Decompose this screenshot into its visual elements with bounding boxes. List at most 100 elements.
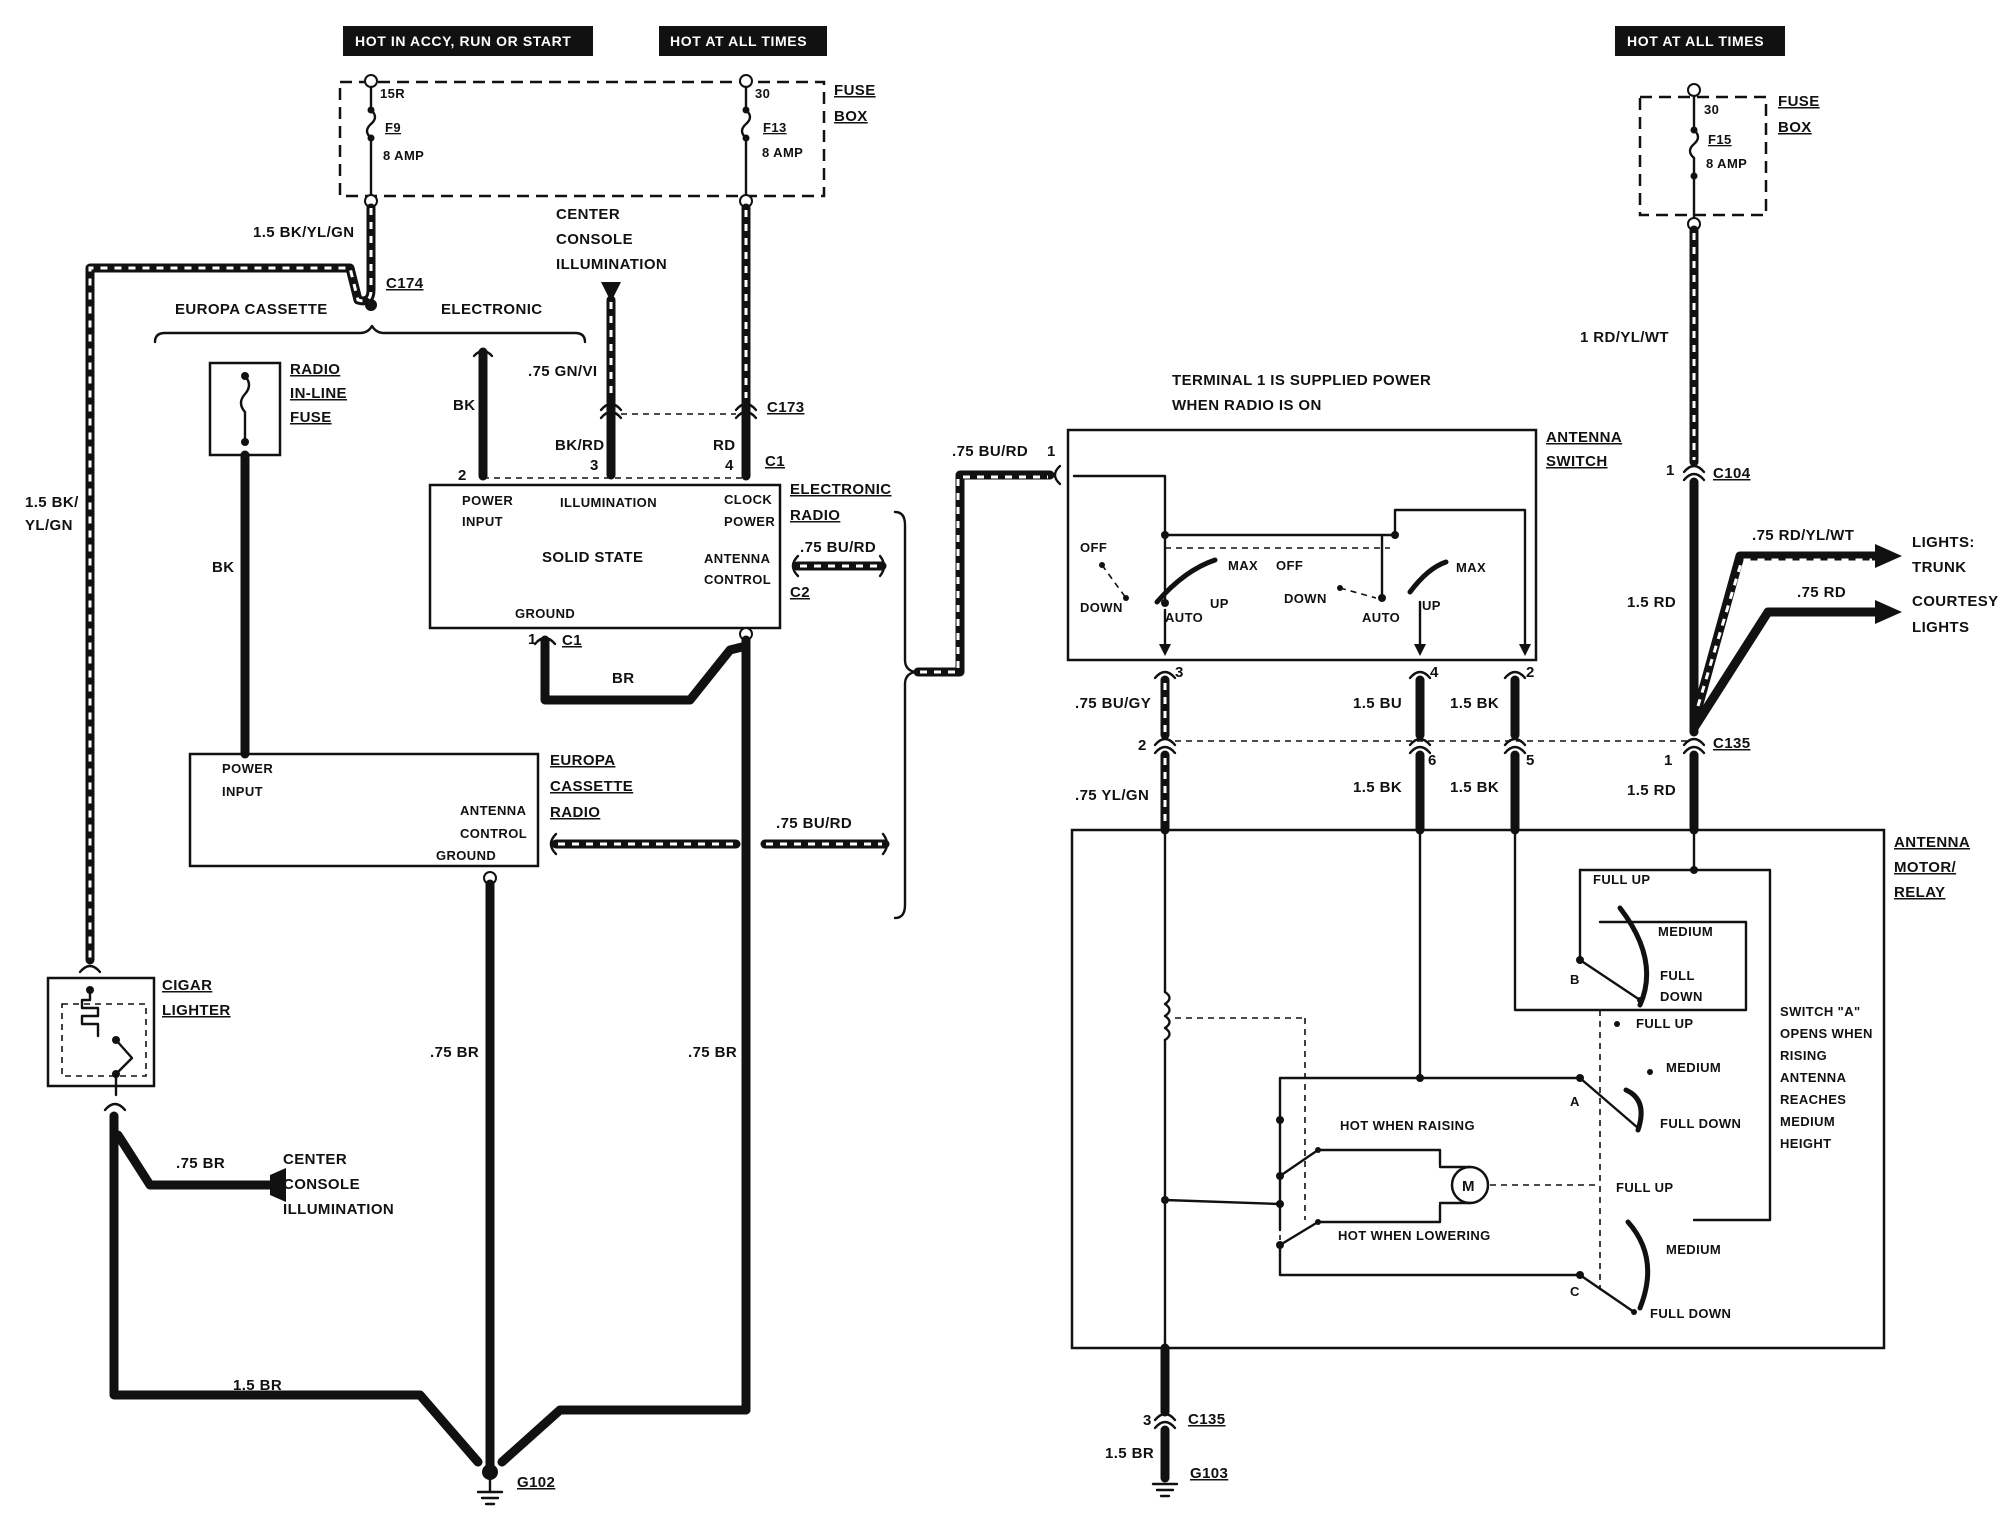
am-note-1: SWITCH "A" — [1780, 1004, 1861, 1019]
as-arrow-3 — [1159, 644, 1171, 656]
wire-br-15-g103-label: 1.5 BR — [1105, 1445, 1154, 1462]
er-antenna-1: ANTENNA — [704, 551, 771, 566]
wire-bk-yl-gn-side-2: YL/GN — [25, 517, 73, 534]
wire-bk-left-label: BK — [212, 559, 234, 576]
wire-br-mid-label: BR — [612, 670, 634, 687]
c135-5-pin-b — [1503, 745, 1527, 755]
wire-rd-75 — [1689, 607, 1885, 733]
cigar-lighter-inner — [61, 1003, 147, 1077]
c173-rd-pin-b — [734, 402, 758, 412]
am-a-label: A — [1570, 1094, 1580, 1109]
am-title-2: MOTOR/ — [1894, 859, 1957, 876]
wire-br-75-b-label: .75 BR — [688, 1044, 737, 1061]
am-full-down-1a: FULL — [1660, 968, 1695, 983]
am-raising-dot — [1315, 1147, 1321, 1153]
eu-ground: GROUND — [436, 848, 496, 863]
am-c-arm — [1578, 1273, 1636, 1314]
wire-br-er-to-g102 — [497, 1405, 751, 1467]
c135-5-pin-a — [1503, 737, 1527, 747]
am-full-down-2: FULL DOWN — [1660, 1116, 1741, 1131]
wire-br-15-label: 1.5 BR — [233, 1377, 282, 1394]
terminal-note-2: WHEN RADIO IS ON — [1172, 397, 1322, 414]
lights-courtesy-2: LIGHTS — [1912, 619, 1969, 636]
pin-3: 3 — [590, 457, 599, 474]
europa-electronic-brace — [153, 324, 587, 344]
er-antenna-2: CONTROL — [704, 572, 771, 587]
europa-antenna-pin — [549, 832, 558, 856]
am-full-up-1: FULL UP — [1593, 872, 1650, 887]
center-console-bottom-2: CONSOLE — [283, 1176, 360, 1193]
f15-term-label: 30 — [1704, 102, 1719, 117]
pin-4: 4 — [725, 457, 734, 474]
pin-1: 1 — [528, 631, 537, 648]
wire-br-ground-er — [540, 635, 751, 705]
c135-bottom-pin-3: 3 — [1143, 1412, 1152, 1429]
cigar-switch-arm — [114, 1038, 134, 1076]
f15-name-label: F15 — [1708, 132, 1732, 147]
radio-fuse-element — [239, 374, 251, 444]
as-left-link — [1101, 564, 1127, 599]
c104-pin-b — [1682, 472, 1706, 482]
as-title-1: ANTENNA — [1546, 429, 1622, 446]
as-off2: OFF — [1276, 558, 1303, 573]
am-c-bus — [1278, 1243, 1582, 1277]
c2-label: C2 — [790, 584, 810, 601]
as-title-2: SWITCH — [1546, 453, 1608, 470]
am-c-full-down-contact — [1631, 1309, 1637, 1315]
header-hot-all-2: HOT AT ALL TIMES — [1627, 33, 1764, 49]
as-left-wiper — [1154, 557, 1218, 605]
c135-6-pin-a — [1408, 737, 1432, 747]
wire-rd-yl-wt-75-stripe — [1696, 558, 1872, 707]
as-off: OFF — [1080, 540, 1107, 555]
wire-rd-yl-wt-label: 1 RD/YL/WT — [1580, 329, 1669, 346]
f9-term-label: 15R — [380, 86, 405, 101]
cigar-lighter-box — [46, 976, 156, 1088]
am-a-cam — [1623, 1087, 1644, 1133]
er-power-2: INPUT — [462, 514, 503, 529]
am-full-down-1b: DOWN — [1660, 989, 1703, 1004]
er-power-1: POWER — [462, 493, 513, 508]
c173-gn-vi-pin-a — [599, 410, 623, 420]
wire-bu-rd-europa-label: .75 BU/RD — [776, 815, 852, 832]
am-note-5: REACHES — [1780, 1092, 1846, 1107]
electronic-radio-box — [428, 483, 782, 630]
antenna-switch-box — [1066, 428, 1538, 662]
wire-br-75-c-label: .75 BR — [176, 1155, 225, 1172]
am-note-2: OPENS WHEN — [1780, 1026, 1873, 1041]
wire-bu-15-label: 1.5 BU — [1353, 695, 1402, 712]
c135-pin-6: 6 — [1428, 752, 1437, 769]
er-illumination: ILLUMINATION — [560, 495, 657, 510]
f15-amp-label: 8 AMP — [1706, 156, 1747, 171]
center-console-bottom-1: CENTER — [283, 1151, 347, 1168]
eu-title-1: EUROPA — [550, 752, 615, 769]
fuse-box-left-label-1: FUSE — [834, 82, 876, 99]
cigar-bottom-pin — [103, 1102, 127, 1112]
f13-term-label: 30 — [755, 86, 770, 101]
wire-bk-15-a-label: 1.5 BK — [1450, 695, 1499, 712]
c135-pin-1: 1 — [1664, 752, 1673, 769]
am-medium-3: MEDIUM — [1666, 1242, 1721, 1257]
am-ground-to-relay — [1163, 1198, 1282, 1206]
wire-rd-75-label: .75 RD — [1797, 584, 1846, 601]
wire-rd-15-a-label: 1.5 RD — [1627, 594, 1676, 611]
radio-fuse-label-2: IN-LINE — [290, 385, 347, 402]
wire-rd-yl-wt-75 — [1689, 551, 1885, 727]
am-full-down-3: FULL DOWN — [1650, 1306, 1731, 1321]
cigar-label-2: LIGHTER — [162, 1002, 231, 1019]
center-console-top-2: CONSOLE — [556, 231, 633, 248]
g103-label: G103 — [1190, 1465, 1228, 1482]
as-up2: UP — [1422, 598, 1441, 613]
f13-amp-label: 8 AMP — [762, 145, 803, 160]
header-hot-accy: HOT IN ACCY, RUN OR START — [355, 33, 571, 49]
am-hot-raising: HOT WHEN RAISING — [1340, 1118, 1475, 1133]
c173-rd-pin-a — [734, 410, 758, 420]
am-medium-1: MEDIUM — [1658, 924, 1713, 939]
f9-terminal-top — [364, 74, 378, 88]
lights-trunk-2: TRUNK — [1912, 559, 1967, 576]
c135-2-pin-a — [1153, 737, 1177, 747]
f15-fuse-element — [1688, 128, 1700, 160]
am-note-3: RISING — [1780, 1048, 1827, 1063]
wire-bk-15-c-label: 1.5 BK — [1450, 779, 1499, 796]
cigar-label-1: CIGAR — [162, 977, 212, 994]
